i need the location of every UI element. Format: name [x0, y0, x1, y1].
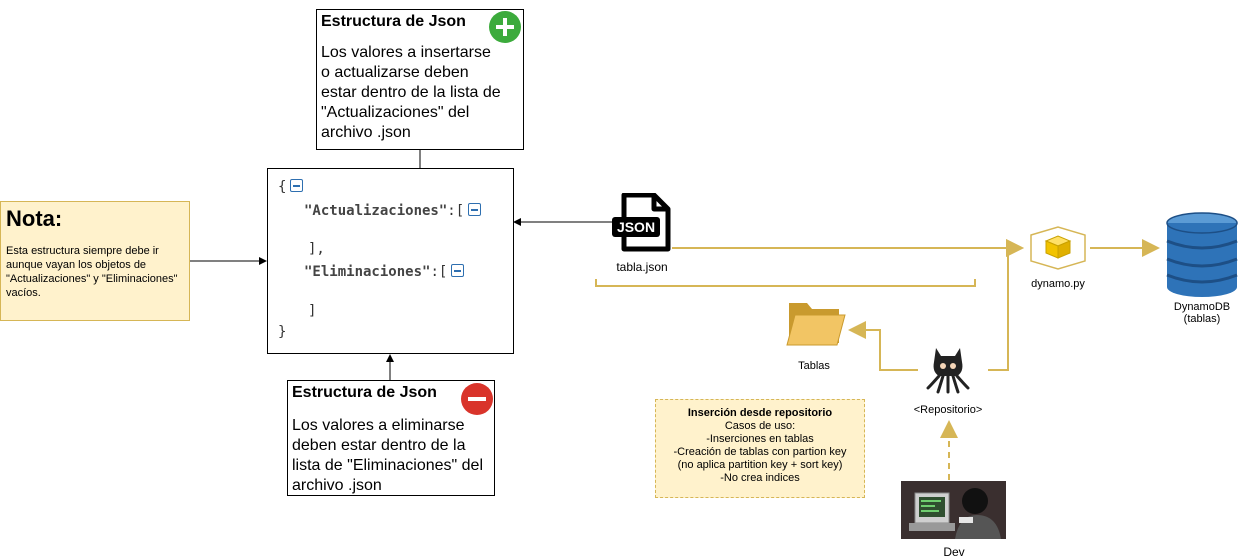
json-close-brace: } [278, 324, 287, 340]
collapse-icon[interactable] [451, 264, 465, 277]
json-key-actualizaciones: "Actualizaciones" [304, 203, 448, 219]
dynamodb-icon [1164, 211, 1238, 302]
json-close-bracket: ] [308, 303, 317, 319]
json-brace [595, 279, 976, 287]
collapse-icon[interactable] [290, 179, 304, 192]
repo-to-dynamo-arrow [988, 239, 1024, 371]
delete-structure-body: Los valores a eliminarse deben estar den… [292, 417, 484, 494]
json-colon-bracket: :[ [447, 203, 465, 219]
minus-icon [460, 382, 494, 421]
cube-icon [1028, 225, 1088, 276]
json-structure-block: { "Actualizaciones":[ ], "Eliminaciones"… [267, 168, 514, 354]
usage-note-line: -Inserciones en tablas [706, 433, 814, 445]
json-file-label: tabla.json [616, 260, 668, 274]
dynamodb-label: DynamoDB (tablas) [1173, 301, 1231, 325]
tablas-label: Tablas [798, 360, 830, 372]
plus-icon [488, 10, 522, 49]
json-close-bracket-comma: ], [308, 241, 325, 257]
usage-note-line: Casos de uso: [724, 420, 796, 432]
repo-to-tablas-arrow [848, 321, 918, 371]
github-octocat-icon [924, 344, 972, 399]
json-open-brace: { [278, 179, 287, 195]
dynamo-py-label: dynamo.py [1031, 278, 1085, 290]
usage-note-line: -No crea indices [720, 472, 800, 484]
json-colon-bracket: :[ [430, 264, 448, 280]
usage-note-title: Inserción desde repositorio [687, 407, 833, 419]
note-body: Esta estructura siempre debe ir aunque v… [6, 245, 178, 299]
insert-structure-box: Estructura de Json Los valores a inserta… [316, 9, 524, 150]
developer-image [901, 481, 1006, 539]
repositorio-label: <Repositorio> [913, 404, 983, 416]
delete-structure-title: Estructura de Json [292, 384, 437, 401]
note-title: Nota: [6, 206, 63, 231]
insert-structure-title: Estructura de Json [321, 13, 466, 30]
folder-icon [785, 293, 847, 354]
delete-structure-box: Estructura de Json Los valores a elimina… [287, 380, 495, 496]
usage-note-box: Inserción desde repositorio Casos de uso… [655, 399, 865, 498]
usage-note-line: (no aplica partition key + sort key) [677, 459, 843, 471]
usage-note-line: -Creación de tablas con partion key [673, 446, 847, 458]
note-box: Nota: Esta estructura siempre debe ir au… [0, 201, 190, 321]
collapse-icon[interactable] [468, 203, 482, 216]
dev-label: Dev [943, 545, 965, 559]
insert-structure-body: Los valores a insertarse o actualizarse … [321, 44, 501, 141]
json-file-icon-text: JSON [616, 219, 656, 235]
json-key-eliminaciones: "Eliminaciones" [304, 264, 431, 280]
json-file-icon: JSON [612, 192, 672, 258]
